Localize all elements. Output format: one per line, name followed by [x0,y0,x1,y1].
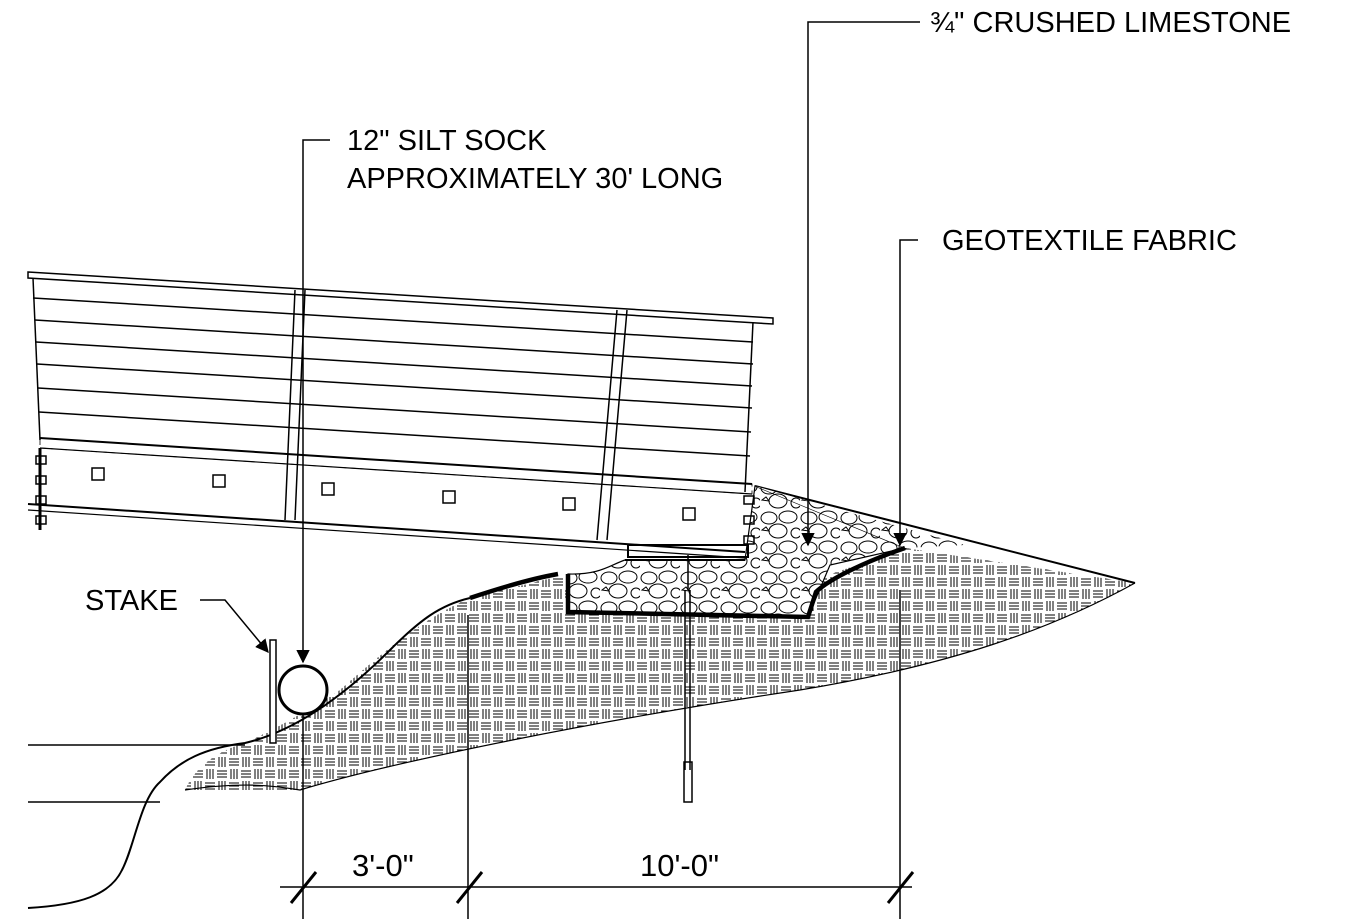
bridge-structure [27,271,774,590]
silt-sock-label-line1: 12" SILT SOCK [347,125,547,157]
geotextile-fabric-line [469,545,906,620]
dimension-left: 3'-0" [352,848,414,883]
dimension-right: 10'-0" [640,848,719,883]
ground-line [27,597,471,909]
silt-sock [277,664,329,716]
soil-bottom-line [184,582,1136,791]
stake-label: STAKE [85,585,178,617]
dimension-lines [280,590,915,919]
pile [683,590,693,803]
geotextile-label: GEOTEXTILE FABRIC [942,225,1237,257]
silt-sock-label-line2: APPROXIMATELY 30' LONG [347,163,723,195]
limestone-label: ¾" CRUSHED LIMESTONE [930,7,1291,39]
stringer-bolts [91,467,696,521]
slope-line [754,485,1136,584]
stake [269,639,277,744]
soil-hatch [185,548,1135,790]
leaders [200,21,920,664]
